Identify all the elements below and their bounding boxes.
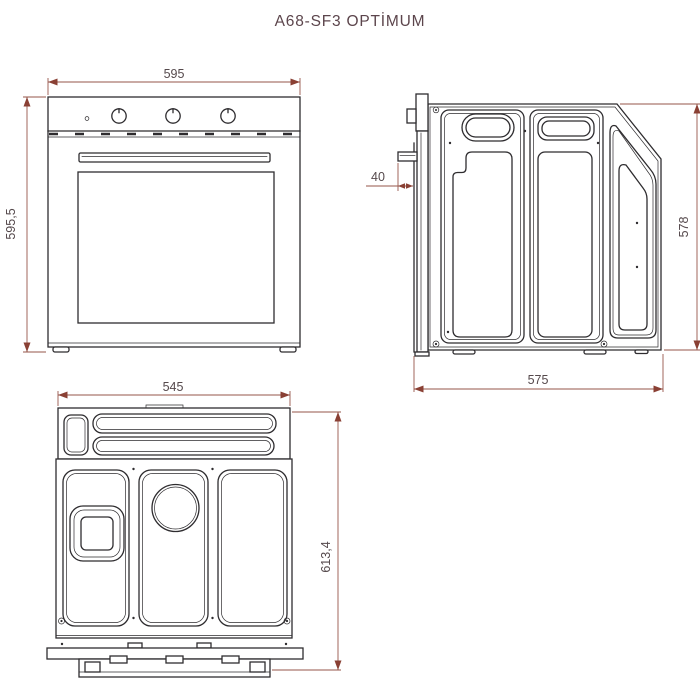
dimension-label: 595,5 xyxy=(4,208,18,239)
side-rear-panel xyxy=(609,124,657,339)
foot-left xyxy=(52,346,70,353)
foot xyxy=(634,349,649,355)
top-handle xyxy=(78,655,271,678)
side-depth-dimension: 575 xyxy=(413,354,664,393)
dimension-arrow xyxy=(406,183,413,189)
control-knobs xyxy=(111,108,236,124)
panel-inner xyxy=(142,473,205,623)
dimension-label: 545 xyxy=(163,380,184,394)
long-vent-slot xyxy=(92,436,275,456)
door-handle xyxy=(78,152,271,163)
foot-right xyxy=(279,346,297,353)
handle-depth-dimension: 40 xyxy=(366,163,413,191)
side-height-dimension: 578 xyxy=(620,103,700,351)
front-view: 595 595,5 xyxy=(4,67,301,353)
panel-outer xyxy=(62,469,130,627)
dimension-label: 613,4 xyxy=(319,541,333,572)
dimension-label: 595 xyxy=(164,67,185,81)
top-left-panel xyxy=(62,469,130,627)
handle-bar xyxy=(78,152,271,163)
fan-circle-outer xyxy=(151,483,200,533)
flange-tab xyxy=(127,642,143,649)
side-middle-panel xyxy=(529,109,604,344)
long-vent-slot-inner xyxy=(96,417,273,430)
small-vent-slot xyxy=(63,414,89,456)
dimension-label: 578 xyxy=(677,217,691,238)
foot xyxy=(583,349,607,355)
side-handle xyxy=(397,151,418,162)
rect-slot-outer xyxy=(537,116,595,141)
dimension-label: 575 xyxy=(528,373,549,387)
top-right-panel xyxy=(217,469,288,627)
front-height-dimension: 595,5 xyxy=(4,96,46,353)
rear-vent-section xyxy=(57,404,291,460)
handle-end-cap xyxy=(84,661,101,673)
indicator-light xyxy=(84,116,90,121)
control-panel-edge xyxy=(415,93,429,132)
top-middle-panel xyxy=(138,469,209,627)
side-body-inner-line xyxy=(429,106,659,348)
door-strip xyxy=(416,130,429,353)
dimension-label: 40 xyxy=(371,170,385,184)
handle-end-cap xyxy=(249,661,266,673)
long-vent-slot-inner xyxy=(96,440,271,452)
screw-dots xyxy=(432,106,639,348)
sub-panel xyxy=(537,151,593,338)
foot xyxy=(452,349,476,355)
side-view: 40 578 575 xyxy=(366,93,700,393)
dimension-arrow xyxy=(398,183,405,189)
long-vent-slot xyxy=(92,413,277,434)
sub-panel xyxy=(618,163,648,331)
panel-inner xyxy=(66,473,126,623)
square-inset-outer xyxy=(69,505,125,562)
panel-inner xyxy=(612,130,654,336)
door-window xyxy=(77,171,275,324)
panel-inner xyxy=(221,473,284,623)
flange-tab xyxy=(196,642,212,649)
handle-slot xyxy=(165,655,184,664)
top-view: 545 xyxy=(46,380,342,678)
side-left-panel xyxy=(440,109,525,344)
door-edge xyxy=(413,130,430,357)
side-knob xyxy=(406,108,417,124)
square-inset-inner xyxy=(80,516,114,551)
panel-outer xyxy=(217,469,288,627)
square-inset-mid xyxy=(73,509,121,558)
rear-bump xyxy=(145,404,184,409)
door-bottom-hinge xyxy=(414,351,430,357)
top-body-outline xyxy=(55,458,293,639)
handle-slot xyxy=(109,655,128,664)
top-depth-dimension: 613,4 xyxy=(272,411,342,671)
panel-outer xyxy=(609,124,657,339)
front-width-dimension: 595 xyxy=(47,67,301,95)
screw-dots xyxy=(58,467,291,646)
panel-inner xyxy=(533,113,600,340)
panel-outer xyxy=(440,109,525,344)
oval-slot-inner xyxy=(465,117,511,138)
handle-slot xyxy=(221,655,240,664)
panel-outer xyxy=(529,109,604,344)
sub-panel-notched xyxy=(452,151,513,338)
fan-circle-inner xyxy=(154,486,197,530)
page-title: A68-SF3 OPTİMUM xyxy=(274,13,426,30)
rect-slot-inner xyxy=(541,120,591,137)
side-feet xyxy=(452,349,649,355)
oval-slot-outer xyxy=(461,113,515,142)
small-vent-slot-inner xyxy=(66,417,86,453)
top-width-dimension: 545 xyxy=(57,380,291,406)
panel-outer xyxy=(138,469,209,627)
